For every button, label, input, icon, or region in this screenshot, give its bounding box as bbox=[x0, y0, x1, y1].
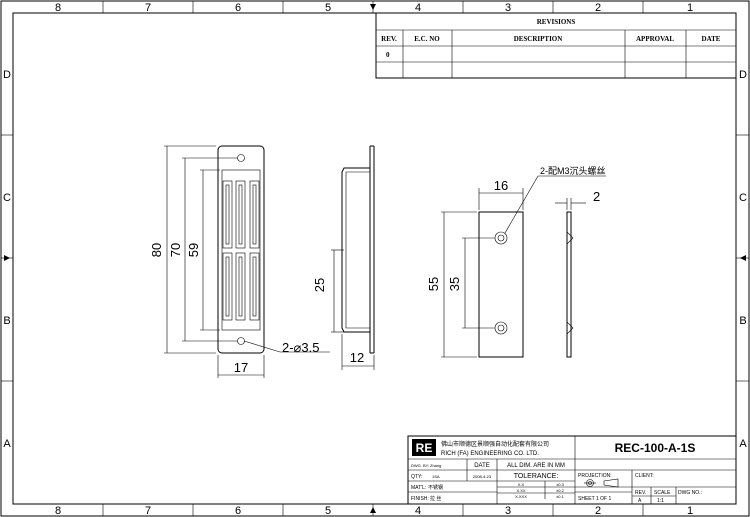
row-label-right: A bbox=[739, 438, 747, 450]
ec-header: E.C. NO bbox=[414, 35, 440, 43]
col-label-top: 5 bbox=[325, 2, 331, 14]
dim-80: 80 bbox=[149, 243, 164, 257]
date-value: 2008-4-23 bbox=[473, 474, 492, 479]
dim-25: 25 bbox=[312, 278, 327, 292]
finish-value: 拉 丝 bbox=[430, 495, 441, 502]
row-label-right: D bbox=[739, 69, 747, 81]
centering-marks bbox=[4, 4, 746, 513]
dwg-by-value: Zhang bbox=[430, 463, 441, 468]
front-view bbox=[164, 145, 330, 378]
row-label-left: C bbox=[3, 192, 11, 204]
qty-value: 1SA bbox=[432, 474, 440, 479]
hole-note: 2-⌀3.5 bbox=[282, 340, 319, 355]
client-label: CLIENT: bbox=[635, 473, 654, 479]
date-label: DATE bbox=[474, 463, 490, 469]
col-label-bottom: 5 bbox=[325, 505, 331, 517]
col-label-top: 7 bbox=[145, 2, 151, 14]
company-name-en: RICH (FA) ENGINEERING CO. LTD. bbox=[441, 451, 539, 457]
rev-label: REV. bbox=[635, 490, 646, 496]
dim-17: 17 bbox=[234, 360, 248, 375]
dim-35: 35 bbox=[447, 277, 462, 291]
scale-value: 1:1 bbox=[657, 498, 664, 504]
rev-row-value: 0 bbox=[386, 51, 390, 59]
finish-label: FINISH: bbox=[411, 496, 429, 502]
tolerance-val: ±0.1 bbox=[556, 494, 565, 499]
description-header: DESCRIPTION bbox=[514, 35, 563, 43]
qty-label: QTY: bbox=[411, 474, 422, 480]
col-label-top: 6 bbox=[235, 2, 241, 14]
company-logo bbox=[412, 439, 436, 456]
row-label-left: A bbox=[3, 438, 11, 450]
tolerance-val: ±0.2 bbox=[556, 488, 565, 493]
row-label-left: B bbox=[3, 315, 10, 327]
row-label-right: B bbox=[739, 315, 746, 327]
col-label-bottom: 2 bbox=[595, 505, 601, 517]
logo-text: RE bbox=[416, 441, 433, 455]
approval-header: APPROVAL bbox=[636, 35, 674, 43]
inner-border bbox=[12, 12, 737, 505]
col-label-top: 4 bbox=[415, 2, 421, 14]
col-label-top: 1 bbox=[687, 2, 693, 14]
col-label-bottom: 6 bbox=[235, 505, 241, 517]
dim-16: 16 bbox=[494, 178, 508, 193]
sheet-label: SHEET 1 OF 1 bbox=[578, 496, 611, 502]
dim-12: 12 bbox=[350, 350, 364, 365]
revisions-title: REVISIONS bbox=[537, 18, 576, 26]
row-label-right: C bbox=[739, 192, 747, 204]
col-label-bottom: 3 bbox=[505, 505, 511, 517]
side-view bbox=[331, 145, 375, 370]
tolerance-label: TOLERANCE: bbox=[514, 473, 559, 480]
company-name-cn: 佛山市顺德区景顺强自动化配套有限公司 bbox=[441, 440, 549, 448]
tolerance-fmt: X.XXX bbox=[515, 494, 527, 499]
title-block bbox=[407, 435, 737, 505]
dwg-by-label: DWG. BY: bbox=[411, 463, 429, 468]
date-header: DATE bbox=[702, 35, 721, 43]
col-label-top: 3 bbox=[505, 2, 511, 14]
dim-55: 55 bbox=[426, 277, 441, 291]
row-label-left: D bbox=[3, 69, 11, 81]
revisions-table: REVISIONS REV. E.C. NO DESCRIPTION APPRO… bbox=[375, 12, 737, 79]
rev-value: A bbox=[638, 498, 642, 504]
dim-59: 59 bbox=[186, 243, 201, 257]
plate-view bbox=[441, 175, 606, 358]
col-label-bottom: 7 bbox=[145, 505, 151, 517]
col-label-bottom: 8 bbox=[55, 505, 61, 517]
projection-symbol bbox=[584, 478, 619, 488]
drawing-number: REC-100-A-1S bbox=[615, 441, 696, 455]
col-label-bottom: 4 bbox=[415, 505, 421, 517]
col-label-top: 2 bbox=[595, 2, 601, 14]
dim-2: 2 bbox=[593, 189, 600, 204]
tolerance-val: ±0.3 bbox=[556, 482, 565, 487]
dim-70: 70 bbox=[168, 243, 183, 257]
screw-note: 2-配M3沉头螺丝 bbox=[540, 165, 606, 176]
col-label-bottom: 1 bbox=[687, 505, 693, 517]
plate-side-view bbox=[555, 198, 586, 358]
projection-label: PROJECTION: bbox=[578, 473, 612, 479]
dwg-no-label: DWG NO.: bbox=[678, 490, 702, 496]
all-dim-note: ALL DIM. ARE IN MM bbox=[507, 463, 565, 469]
col-label-top: 8 bbox=[55, 2, 61, 14]
material-value: 不锈钢 bbox=[428, 484, 443, 491]
material-label: MAT'L: bbox=[411, 485, 426, 491]
scale-label: SCALE bbox=[654, 490, 671, 496]
rev-header: REV. bbox=[381, 35, 397, 43]
tolerance-fmt: X.X bbox=[518, 482, 525, 487]
tolerance-fmt: X.XX bbox=[516, 488, 525, 493]
